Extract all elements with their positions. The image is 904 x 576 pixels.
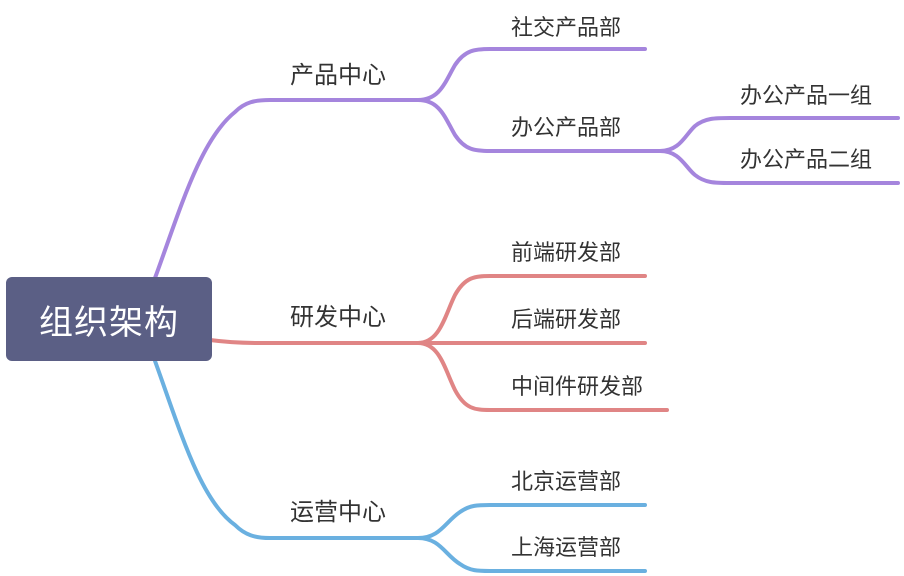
- edge-rd-center-to-middleware-dept: [416, 341, 669, 412]
- edge-root-to-product-center: [153, 98, 420, 280]
- node-middleware-dept[interactable]: 中间件研发部: [511, 375, 644, 400]
- edge-operations-center-to-shanghai-dept: [416, 536, 647, 573]
- edge-root-to-rd-center: [208, 338, 420, 345]
- edge-product-center-to-office-product-dept: [416, 98, 662, 153]
- root-node[interactable]: 组织架构: [6, 277, 212, 361]
- node-office-group-1[interactable]: 办公产品一组: [740, 84, 873, 109]
- node-frontend-dept[interactable]: 前端研发部: [511, 241, 622, 266]
- node-social-product-dept[interactable]: 社交产品部: [511, 16, 622, 41]
- node-operations-center[interactable]: 运营中心: [290, 498, 386, 526]
- node-product-center[interactable]: 产品中心: [290, 61, 386, 89]
- node-office-group-2[interactable]: 办公产品二组: [740, 148, 873, 173]
- node-shanghai-ops-dept[interactable]: 上海运营部: [511, 536, 622, 561]
- node-beijing-ops-dept[interactable]: 北京运营部: [511, 470, 622, 495]
- node-backend-dept[interactable]: 后端研发部: [511, 308, 622, 333]
- edge-product-center-to-social-product-dept: [416, 47, 647, 102]
- root-node-label: 组织架构: [39, 302, 179, 343]
- edge-office-dept-to-group-2: [658, 149, 900, 185]
- node-rd-center[interactable]: 研发中心: [290, 303, 386, 331]
- edge-root-to-operations-center: [153, 359, 420, 540]
- edge-office-dept-to-group-1: [658, 116, 900, 153]
- node-office-product-dept[interactable]: 办公产品部: [511, 116, 622, 141]
- edge-operations-center-to-beijing-dept: [416, 503, 647, 540]
- edge-rd-center-to-frontend-dept: [416, 274, 647, 345]
